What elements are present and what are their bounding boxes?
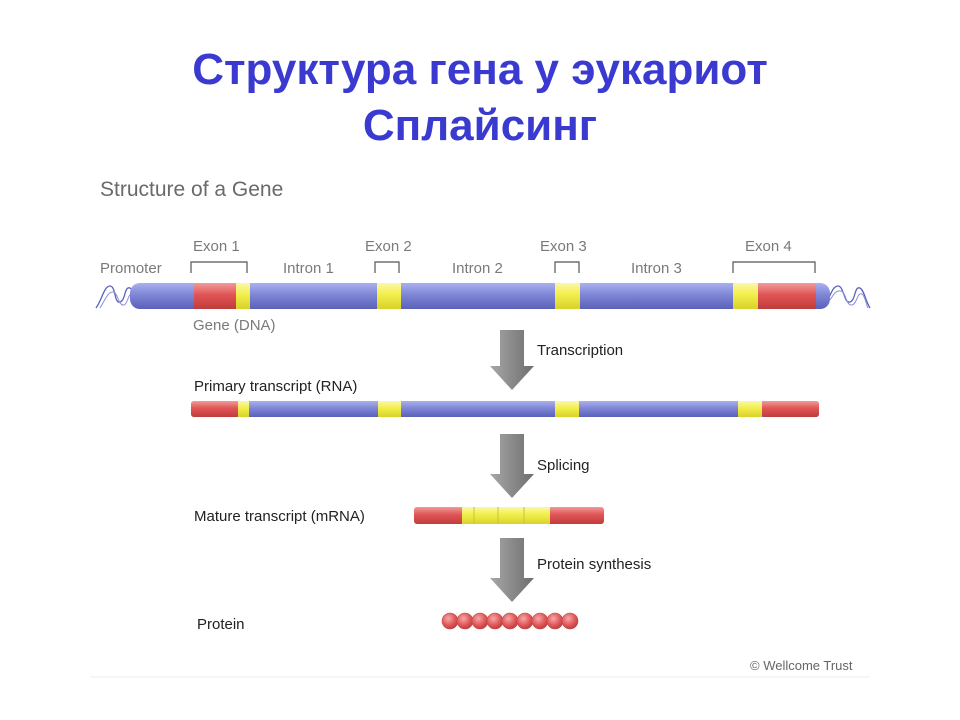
gene-dna-bar [130, 283, 830, 309]
protein-bead [441, 612, 459, 630]
rna-exon1-coding [238, 401, 249, 417]
rna-exon2 [378, 401, 401, 417]
protein-synthesis-arrow [490, 538, 534, 602]
rna-exon4-utr [762, 401, 819, 417]
exon-brackets [190, 261, 816, 273]
exon4-label: Exon 4 [745, 238, 792, 255]
protein-bead [531, 612, 549, 630]
gene-dna-label: Gene (DNA) [193, 317, 276, 334]
intron1-label: Intron 1 [283, 260, 334, 277]
protein-bead [471, 612, 489, 630]
exon1-coding-segment [236, 283, 250, 309]
transcription-arrow [490, 330, 534, 390]
mrna-coding-region [462, 507, 550, 524]
intron2-label: Intron 2 [452, 260, 503, 277]
credit-text: © Wellcome Trust [750, 658, 853, 673]
diagram-heading: Structure of a Gene [100, 178, 283, 201]
protein-synthesis-label: Protein synthesis [537, 556, 651, 573]
mature-transcript-label: Mature transcript (mRNA) [194, 508, 365, 525]
slide-title-line1: Структура гена у эукариот [192, 45, 768, 94]
exon4-bracket [732, 261, 816, 273]
rna-exon3 [555, 401, 579, 417]
slide-title-line2: Сплайсинг [362, 101, 598, 150]
exon2-bracket [374, 261, 400, 273]
rna-backbone [191, 401, 819, 417]
protein-label: Protein [197, 616, 245, 633]
protein-bead [546, 612, 564, 630]
exon1-bracket [190, 261, 248, 273]
protein-bead [561, 612, 579, 630]
protein-bead-chain [441, 612, 579, 630]
rna-exon1-utr [191, 401, 238, 417]
exon4-coding-segment [733, 283, 758, 309]
exon3-bracket [554, 261, 580, 273]
protein-bead [486, 612, 504, 630]
exon2-segment [377, 283, 401, 309]
dna-backbone [130, 283, 830, 309]
exon1-label: Exon 1 [193, 238, 240, 255]
mature-transcript-bar [414, 507, 604, 524]
primary-transcript-bar [191, 401, 819, 417]
splicing-arrow [490, 434, 534, 498]
intron3-label: Intron 3 [631, 260, 682, 277]
exon3-segment [555, 283, 580, 309]
rna-exon4-coding [738, 401, 762, 417]
dna-end-right [825, 285, 871, 309]
dna-end-left-2 [99, 291, 134, 309]
protein-bead [456, 612, 474, 630]
dna-end-right-2 [829, 290, 869, 309]
exon3-label: Exon 3 [540, 238, 587, 255]
exon1-utr-segment [194, 283, 236, 309]
transcription-label: Transcription [537, 342, 623, 359]
promoter-label: Promoter [100, 260, 162, 277]
splicing-label: Splicing [537, 457, 590, 474]
exon4-utr-segment [758, 283, 816, 309]
protein-bead [501, 612, 519, 630]
exon2-label: Exon 2 [365, 238, 412, 255]
protein-bead [516, 612, 534, 630]
primary-transcript-label: Primary transcript (RNA) [194, 378, 357, 395]
